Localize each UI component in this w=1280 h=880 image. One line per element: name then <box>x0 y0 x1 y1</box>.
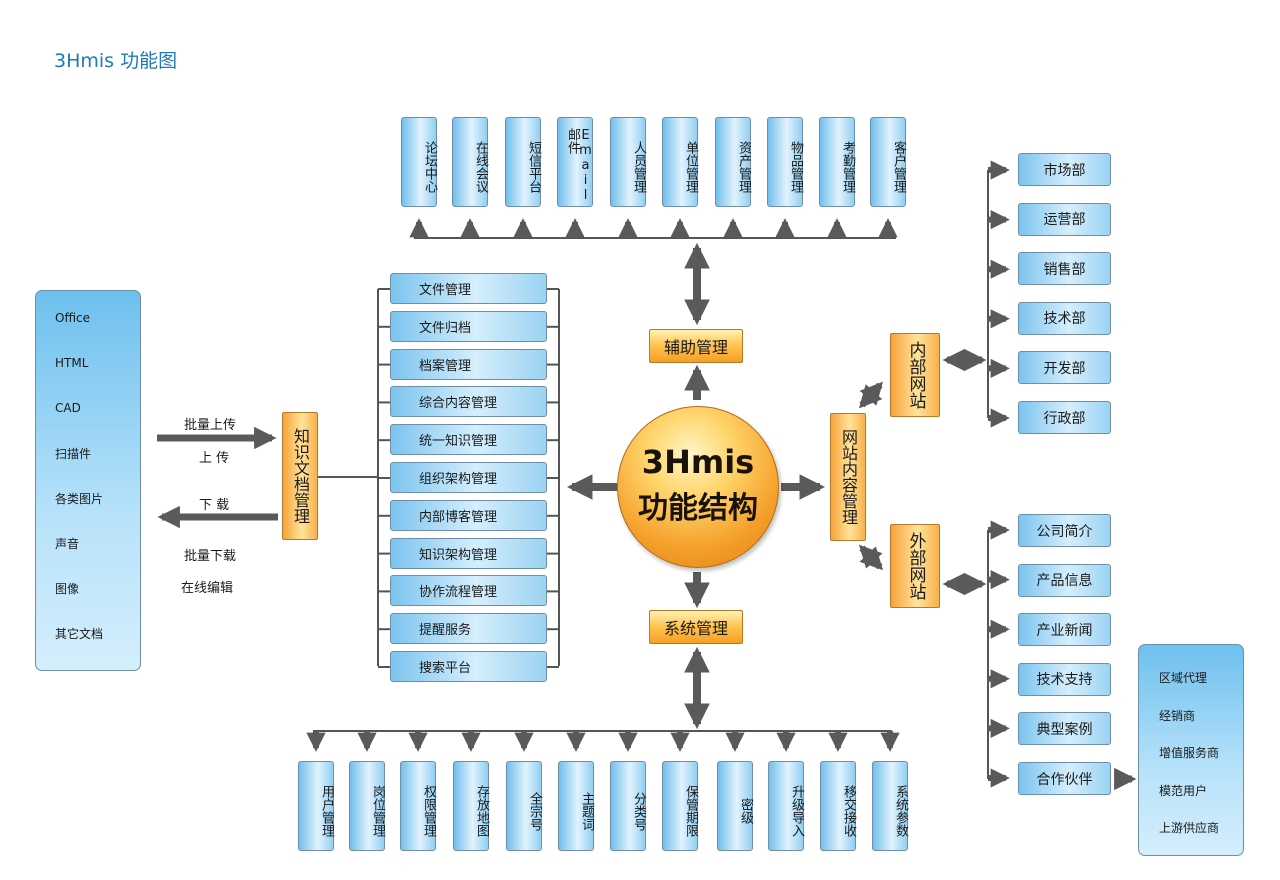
page-title: 3Hmis 功能图 <box>54 50 178 72</box>
internal-dept-box[interactable]: 销售部 <box>1018 252 1111 286</box>
external-section-box[interactable]: 合作伙伴 <box>1018 762 1111 795</box>
internal-site-hub[interactable]: 内部网站 <box>890 333 940 417</box>
upload-label: 上 传 <box>199 451 230 466</box>
internal-dept-box[interactable]: 市场部 <box>1018 153 1111 186</box>
top-module-box[interactable]: 考勤管理 <box>819 117 855 207</box>
bottom-module-box[interactable]: 升级导入 <box>768 761 804 851</box>
partner-item: 模范用户 <box>1159 783 1208 798</box>
bottom-module-box[interactable]: 主题词 <box>558 761 594 851</box>
external-section-box[interactable]: 典型案例 <box>1018 712 1111 746</box>
bottom-module-box[interactable]: 分类号 <box>610 761 646 851</box>
top-module-box[interactable]: 短信平台 <box>505 117 541 207</box>
center-subtitle: 功能结构 <box>638 491 758 526</box>
internal-site-arrow <box>859 381 883 409</box>
top-module-box[interactable]: 单位管理 <box>662 117 698 207</box>
partner-item: 增值服务商 <box>1159 746 1220 760</box>
top-module-box[interactable]: 人员管理 <box>610 117 646 207</box>
knowledge-doc-hub[interactable]: 知识文档管理 <box>282 412 318 540</box>
doc-module-box[interactable]: 文件管理 <box>390 273 547 304</box>
file-type-item: 其它文档 <box>55 626 104 641</box>
batch-download-label: 批量下载 <box>184 549 237 564</box>
internal-dept-box[interactable]: 开发部 <box>1018 351 1111 385</box>
file-type-item: 扫描件 <box>55 447 92 462</box>
doc-module-box[interactable]: 综合内容管理 <box>390 386 547 418</box>
doc-module-box[interactable]: 档案管理 <box>390 348 547 380</box>
file-type-item: 声音 <box>55 537 80 551</box>
bottom-module-box[interactable]: 保管期限 <box>662 761 698 851</box>
aux-management-hub[interactable]: 辅助管理 <box>649 329 743 363</box>
external-section-box[interactable]: 公司简介 <box>1018 514 1111 547</box>
website-content-hub[interactable]: 网站内容管理 <box>830 413 866 541</box>
top-module-box[interactable]: 论坛中心 <box>401 117 437 207</box>
bottom-module-box[interactable]: 岗位管理 <box>349 761 385 851</box>
doc-module-box[interactable]: 组织架构管理 <box>390 462 547 493</box>
bottom-module-box[interactable]: 移交接收 <box>820 761 856 851</box>
download-label: 下 载 <box>199 498 230 513</box>
bottom-module-box[interactable]: 存放地图 <box>453 761 489 851</box>
file-type-item: HTML <box>55 355 89 370</box>
center-sphere: 3Hmis 功能结构 <box>617 406 779 568</box>
top-module-box[interactable]: Email邮件 <box>557 117 593 207</box>
top-module-box[interactable]: 在线会议 <box>452 117 488 207</box>
doc-module-box[interactable]: 知识架构管理 <box>390 537 547 569</box>
top-module-box[interactable]: 物品管理 <box>767 117 803 207</box>
bottom-module-box[interactable]: 全宗号 <box>506 761 542 851</box>
external-section-box[interactable]: 技术支持 <box>1018 662 1111 696</box>
doc-module-box[interactable]: 内部博客管理 <box>390 499 547 531</box>
doc-module-box[interactable]: 统一知识管理 <box>390 424 547 456</box>
bottom-module-box[interactable]: 权限管理 <box>400 761 436 851</box>
system-management-hub[interactable]: 系统管理 <box>649 610 743 644</box>
bottom-module-box[interactable]: 密级 <box>717 761 753 851</box>
doc-module-box[interactable]: 提醒服务 <box>390 613 547 645</box>
bottom-module-box[interactable]: 系统参数 <box>872 761 908 851</box>
external-site-arrow <box>858 544 884 571</box>
partner-item: 经销商 <box>1159 708 1196 723</box>
doc-module-box[interactable]: 文件归档 <box>390 310 547 342</box>
external-site-hub[interactable]: 外部网站 <box>890 524 940 608</box>
partner-item: 上游供应商 <box>1159 821 1220 835</box>
center-title: 3Hmis <box>641 443 755 481</box>
bottom-module-box[interactable]: 用户管理 <box>298 761 334 851</box>
internal-dept-box[interactable]: 行政部 <box>1018 401 1111 434</box>
internal-dept-box[interactable]: 技术部 <box>1018 301 1111 335</box>
partners-panel: 区域代理经销商增值服务商模范用户上游供应商 <box>1138 644 1244 856</box>
file-type-item: Office <box>55 311 91 325</box>
top-module-box[interactable]: 资产管理 <box>715 117 751 207</box>
top-module-box[interactable]: 客户管理 <box>870 117 906 207</box>
external-section-box[interactable]: 产业新闻 <box>1018 613 1111 647</box>
internal-dept-box[interactable]: 运营部 <box>1018 202 1111 236</box>
online-edit-label: 在线编辑 <box>181 581 234 596</box>
file-type-item: CAD <box>55 400 81 415</box>
partner-item: 区域代理 <box>1159 671 1208 685</box>
external-section-box[interactable]: 产品信息 <box>1018 563 1111 597</box>
doc-module-box[interactable]: 搜索平台 <box>390 651 547 682</box>
file-type-item: 各类图片 <box>55 492 104 507</box>
batch-upload-label: 批量上传 <box>184 418 237 433</box>
file-type-item: 图像 <box>55 581 80 596</box>
doc-module-box[interactable]: 协作流程管理 <box>390 575 547 607</box>
